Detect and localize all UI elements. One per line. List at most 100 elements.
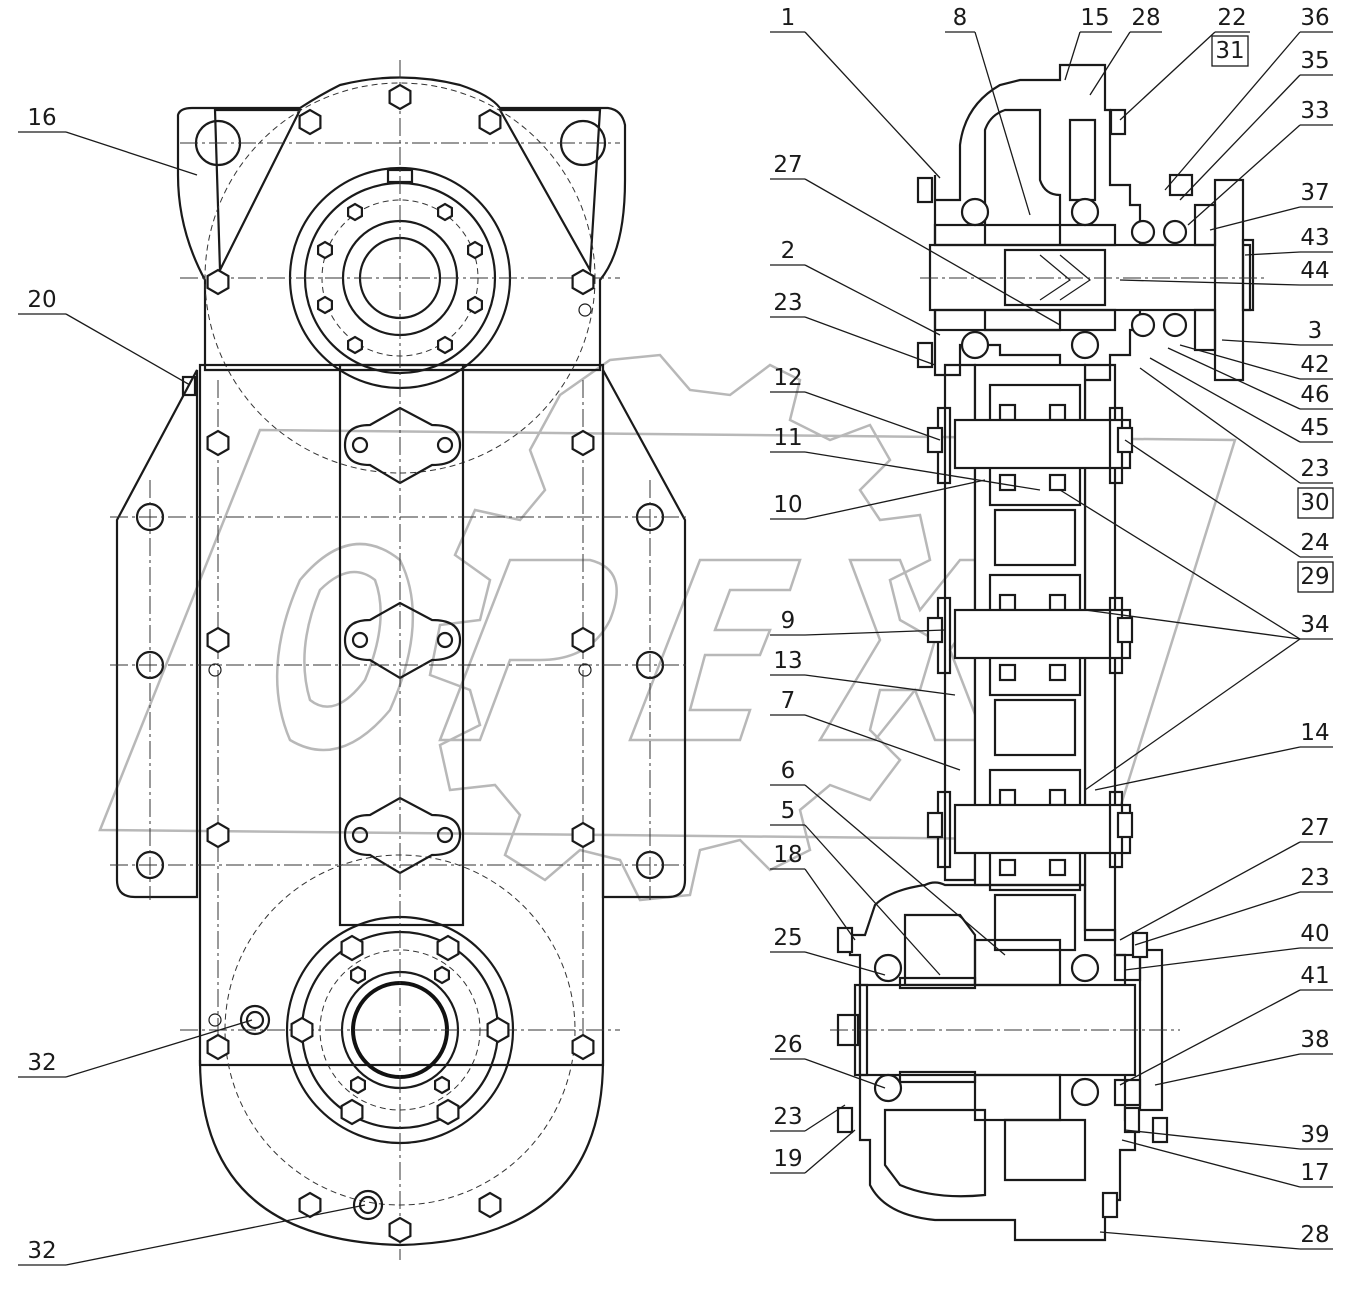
hex-bolt-icon <box>340 1098 364 1126</box>
callout-c10: 10 <box>773 492 802 518</box>
callout-c35: 35 <box>1300 48 1329 74</box>
chain-link <box>998 788 1017 807</box>
hex-bolt-icon <box>388 1216 412 1244</box>
chain-link <box>998 593 1017 612</box>
chain-link <box>1048 593 1067 612</box>
idler-shaft-3 <box>953 803 1132 855</box>
drain-plug-inner <box>245 1010 265 1030</box>
callout-c38: 38 <box>1300 1027 1329 1053</box>
hex-bolt-icon <box>298 1191 322 1219</box>
leader-line <box>804 316 936 366</box>
leader-line <box>1059 489 1301 640</box>
leader-line <box>1119 841 1301 941</box>
callout-c45: 45 <box>1300 415 1329 441</box>
hex-bolt-icon <box>298 108 322 136</box>
hex-bolt-icon <box>486 1016 510 1044</box>
sprocket-gap <box>993 698 1077 757</box>
hex-bolt-icon <box>478 108 502 136</box>
right-triangle-web <box>498 108 602 274</box>
callout-c28a: 28 <box>1131 5 1160 31</box>
leader-line <box>1221 339 1301 346</box>
callout-c15: 15 <box>1080 5 1109 31</box>
hex-bolt-icon <box>317 295 333 315</box>
pin-hole <box>578 663 592 677</box>
hex-bolt-icon <box>571 1033 595 1061</box>
hex-bolt-icon <box>206 268 230 296</box>
callout-c13: 13 <box>773 648 802 674</box>
flange-boss <box>1241 238 1255 312</box>
lower-pocket <box>1003 1118 1087 1182</box>
section-view <box>830 63 1265 1242</box>
callout-c27a: 27 <box>1300 815 1329 841</box>
callout-c19: 19 <box>773 1146 802 1172</box>
pin-hole <box>208 663 222 677</box>
hex-bolt-icon <box>436 1098 460 1126</box>
bolt-head <box>1131 931 1149 959</box>
leader-line <box>1139 367 1301 484</box>
hex-bolt-icon <box>571 821 595 849</box>
output-gear-bottom <box>973 1073 1062 1122</box>
inspection-cover-1 <box>343 406 462 485</box>
callout-box <box>1211 35 1249 67</box>
cover-bolt <box>351 826 369 844</box>
bolt-head <box>1101 1191 1119 1219</box>
right-side-panel <box>601 369 687 899</box>
leader-line <box>1209 206 1301 231</box>
bearing-ball <box>960 197 990 227</box>
callout-c32a: 32 <box>27 1050 56 1076</box>
callout-c41: 41 <box>1300 963 1329 989</box>
pin-hole <box>208 1013 222 1027</box>
callout-c8: 8 <box>953 5 968 31</box>
callout-c33: 33 <box>1300 98 1329 124</box>
callout-c37: 37 <box>1300 180 1329 206</box>
bolt-head <box>1109 108 1127 136</box>
leader-line <box>1084 609 1301 640</box>
leader-line <box>804 784 1006 956</box>
hex-bolt-icon <box>436 934 460 962</box>
chain-link <box>1048 663 1067 682</box>
leader-line <box>1089 31 1131 96</box>
hex-bolt-icon <box>571 268 595 296</box>
hex-bolt-icon <box>350 1075 366 1095</box>
input-flange <box>1213 178 1245 382</box>
callout-box <box>1297 487 1334 519</box>
cover-bolt <box>351 631 369 649</box>
front-view <box>110 60 690 1260</box>
callout-c42: 42 <box>1300 352 1329 378</box>
bearing-ball <box>960 330 990 360</box>
spline-detail <box>1039 254 1092 301</box>
bearing-ball <box>1070 330 1100 360</box>
callout-c23d: 23 <box>773 1104 802 1130</box>
callout-c24: 24 <box>1300 530 1329 556</box>
hex-bolt-icon <box>571 626 595 654</box>
bearing-ball <box>1130 312 1156 338</box>
leader-line <box>1119 989 1301 1086</box>
upper-casing <box>933 63 1142 382</box>
callout-c3: 3 <box>1308 318 1323 344</box>
spacer-tube <box>898 976 977 990</box>
callout-c30: 30 <box>1300 490 1329 516</box>
bearing-ball <box>1162 219 1188 245</box>
spacer-tube <box>898 1070 977 1084</box>
callout-c2: 2 <box>781 238 796 264</box>
hex-bolt-icon <box>206 626 230 654</box>
leader-line <box>1164 31 1301 191</box>
chain-link <box>998 663 1017 682</box>
callout-box <box>1297 561 1334 593</box>
bearing-ball <box>1070 197 1100 227</box>
callout-c31: 31 <box>1215 38 1244 64</box>
leader-line <box>804 1058 886 1089</box>
bolt-head <box>1116 616 1134 644</box>
hex-bolt-icon <box>206 429 230 457</box>
bolt-head <box>1123 1106 1141 1134</box>
leader-line <box>804 391 941 441</box>
leader-line <box>1179 74 1301 201</box>
leader-line <box>65 313 191 386</box>
leader-line <box>1149 357 1301 443</box>
section-bolts <box>836 108 1169 1219</box>
hex-bolt-icon <box>434 965 450 985</box>
hex-bolt-icon <box>467 295 483 315</box>
